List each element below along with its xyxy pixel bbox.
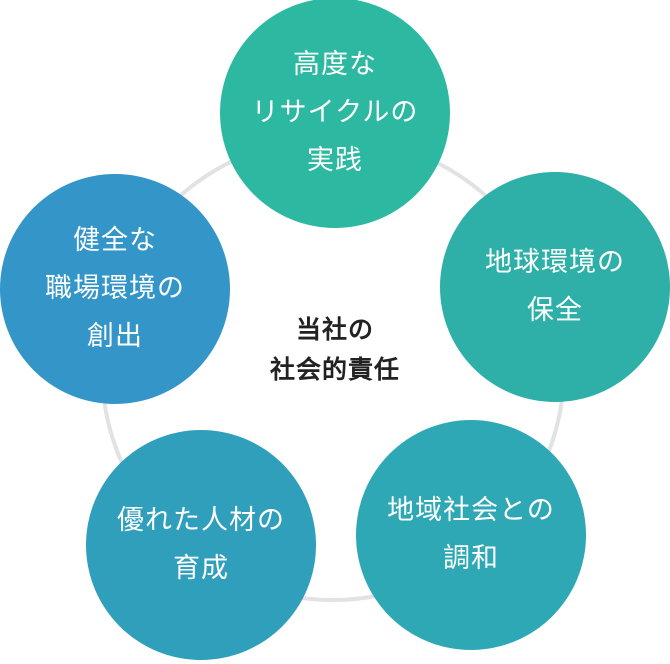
node-label-line: 創出 (87, 321, 143, 352)
node-label-line: 調和 (443, 543, 499, 574)
node-label-line: 育成 (173, 553, 229, 584)
node-environment-conservation: 地球環境の 保全 (440, 172, 670, 402)
center-title: 当社の 社会的責任 (235, 310, 435, 390)
node-community-harmony: 地域社会との 調和 (356, 420, 586, 650)
node-label-line: 保全 (527, 295, 583, 326)
node-label-line: 優れた人材の (117, 505, 285, 536)
node-healthy-workplace: 健全な 職場環境の 創出 (0, 174, 230, 404)
node-advanced-recycling: 高度な リサイクルの 実践 (220, 0, 450, 228)
center-title-line: 当社の (295, 315, 374, 344)
node-label-line: 地域社会との (387, 495, 555, 526)
node-label-line: 健全な (73, 225, 157, 256)
node-label-line: リサイクルの (251, 97, 419, 128)
node-label-line: 地球環境の (485, 247, 625, 278)
node-talent-development: 優れた人材の 育成 (86, 430, 316, 660)
center-title-line: 社会的責任 (269, 355, 400, 384)
node-label-line: 高度な (293, 49, 377, 80)
node-label-line: 職場環境の (45, 273, 185, 304)
node-label-line: 実践 (307, 145, 363, 176)
